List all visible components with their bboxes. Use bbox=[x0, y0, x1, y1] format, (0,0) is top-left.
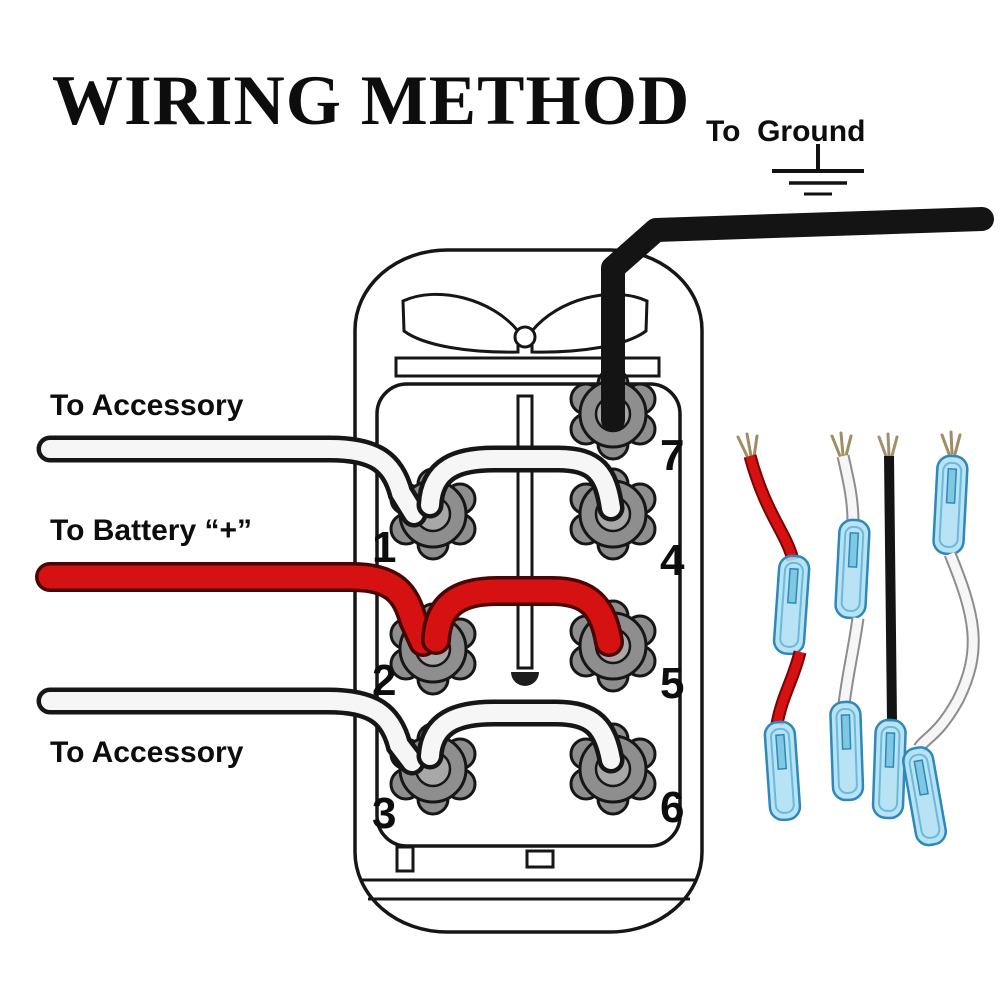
spade-connector-icon bbox=[762, 719, 803, 823]
wire-battery-red bbox=[35, 562, 624, 657]
center-notch bbox=[511, 672, 539, 686]
bezel-bar bbox=[394, 356, 661, 378]
ground-symbol-icon bbox=[772, 144, 864, 196]
jumper-red bbox=[736, 432, 812, 823]
ground-label: To Ground bbox=[706, 115, 865, 148]
terminal-number-1: 1 bbox=[372, 523, 396, 572]
spade-connector-icon bbox=[931, 453, 970, 556]
page-title: WIRING METHOD bbox=[52, 62, 690, 140]
mount-tab-center bbox=[525, 849, 555, 869]
terminal-numbers: 1 2 3 7 4 5 6 bbox=[372, 431, 685, 838]
terminal-number-6: 6 bbox=[660, 783, 684, 832]
terminal-number-7: 7 bbox=[660, 431, 684, 480]
bare-wire-tip bbox=[877, 432, 899, 458]
bare-wire-tip bbox=[940, 430, 962, 456]
spade-connector-icon bbox=[771, 553, 812, 657]
terminal-number-2: 2 bbox=[372, 656, 396, 705]
bare-wire-tip bbox=[830, 431, 853, 458]
center-slot bbox=[516, 394, 534, 670]
mount-tab-left bbox=[395, 845, 415, 873]
terminal-number-5: 5 bbox=[660, 659, 684, 708]
bare-wire-tip bbox=[736, 432, 759, 460]
wire-ground-black bbox=[601, 207, 994, 432]
wire-accessory-bottom-white bbox=[36, 687, 625, 776]
accessory-bottom-label: To Accessory bbox=[50, 736, 244, 769]
accessory-top-label: To Accessory bbox=[50, 389, 244, 422]
terminal-number-4: 4 bbox=[660, 536, 685, 585]
jumper-white-1 bbox=[828, 431, 872, 802]
terminal-number-3: 3 bbox=[372, 789, 396, 838]
wire-accessory-top-white bbox=[36, 435, 625, 528]
spade-connector-icon bbox=[828, 700, 865, 802]
spade-connector-icon bbox=[871, 718, 908, 820]
actuator-pivot bbox=[513, 325, 537, 349]
jumper-white-2 bbox=[899, 430, 980, 849]
battery-label: To Battery “+” bbox=[50, 514, 252, 547]
spade-connector-icon bbox=[833, 517, 872, 620]
wire-black-with-connector bbox=[871, 432, 908, 820]
